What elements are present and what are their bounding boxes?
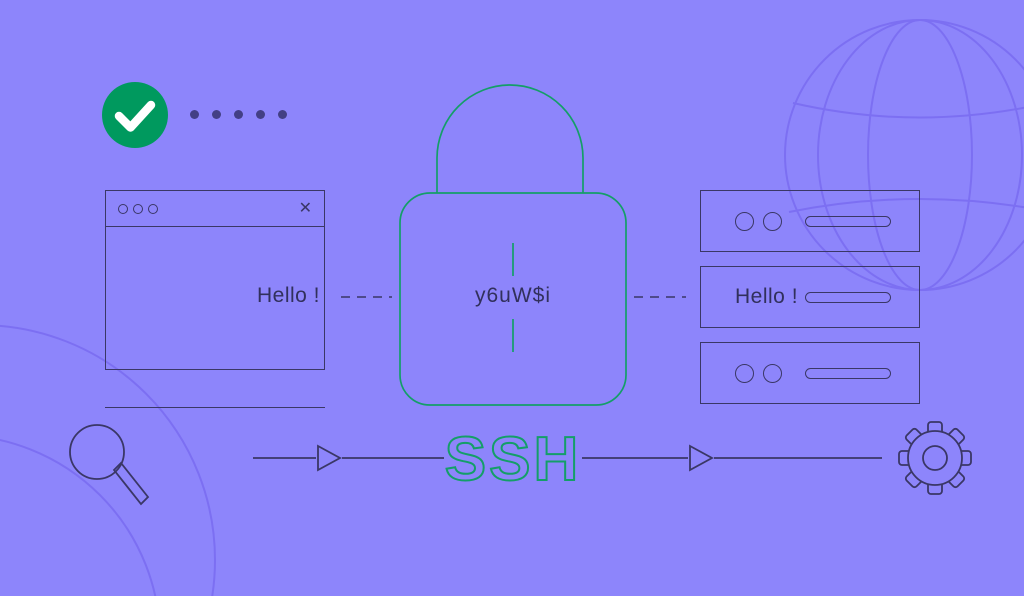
- browser-window: ✕: [105, 190, 325, 370]
- server-rack-bottom: [700, 342, 920, 404]
- padlock-body: [399, 192, 627, 406]
- server-circle-icon: [763, 363, 782, 383]
- server-drive-icons: [735, 211, 782, 231]
- password-dot: [190, 110, 199, 119]
- browser-titlebar: ✕: [106, 191, 324, 227]
- password-dot: [234, 110, 243, 119]
- plaintext-message-server: Hello !: [735, 285, 799, 308]
- magnifier-icon: [69, 424, 150, 506]
- server-rack-middle: Hello !: [700, 266, 920, 328]
- padlock-icon: [399, 84, 627, 406]
- server-circle-icon: [735, 211, 754, 231]
- password-dot: [212, 110, 221, 119]
- decor-arcs: [0, 324, 216, 596]
- window-control-dots: [118, 203, 158, 214]
- arrow-icon-right: [689, 444, 714, 472]
- plaintext-message-client: Hello !: [256, 284, 320, 307]
- window-dot-icon: [118, 203, 128, 214]
- server-circle-icon: [763, 211, 782, 231]
- globe-icon: [784, 19, 1024, 291]
- checkmark-icon: [114, 100, 156, 132]
- password-dot: [256, 110, 265, 119]
- padlock-shackle: [436, 84, 584, 193]
- server-circle-icon: [735, 363, 754, 383]
- underline-decor: [105, 407, 325, 408]
- server-rack-top: [700, 190, 920, 252]
- window-dot-icon: [148, 203, 158, 214]
- ssh-label: SSH: [445, 425, 581, 494]
- ciphertext-message: y6uW$i: [474, 284, 552, 307]
- success-check-badge: [102, 82, 168, 148]
- server-drive-icons: [735, 363, 782, 383]
- password-dot: [278, 110, 287, 119]
- close-icon: ✕: [298, 199, 312, 217]
- window-dot-icon: [133, 203, 143, 214]
- server-slot-icon: [805, 291, 891, 303]
- flow-row: [69, 421, 972, 506]
- server-slot-icon: [805, 215, 891, 227]
- server-slot-icon: [805, 367, 891, 379]
- arrow-icon-left: [317, 444, 342, 472]
- password-dots: [190, 110, 287, 119]
- gear-icon: [898, 421, 972, 495]
